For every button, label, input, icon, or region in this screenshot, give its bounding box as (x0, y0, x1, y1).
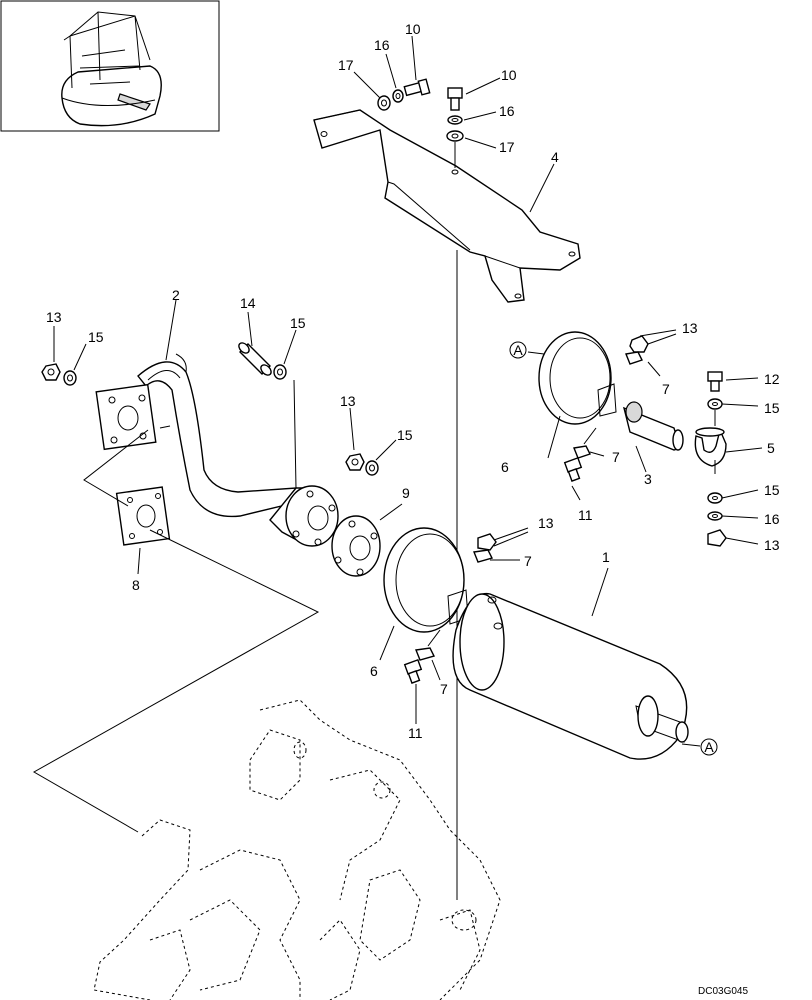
callout-13: 13 (682, 320, 698, 336)
exhaust-pipe-part-2 (95, 353, 339, 547)
washer-16-right (447, 115, 463, 125)
callout-16: 16 (374, 37, 390, 53)
washer-17-top-left (377, 95, 391, 111)
flange-gasket-connector (83, 425, 171, 507)
callout-2: 2 (172, 287, 180, 303)
callout-12: 12 (764, 371, 780, 387)
washer-17-right (446, 130, 464, 142)
tailpipe-adaptor-part-3 (622, 401, 684, 451)
muffler-part-1 (452, 592, 689, 760)
bracket-part-4 (313, 109, 581, 303)
reference-a-upper: A (509, 341, 527, 359)
callout-15: 15 (764, 400, 780, 416)
callout-3: 3 (644, 471, 652, 487)
center-alignment-line (454, 142, 458, 900)
bolt-12 (707, 371, 723, 392)
clamp-band-lower-part-6 (383, 527, 469, 633)
upper-bolt-connector (583, 427, 597, 445)
washer-16-top-left (392, 89, 404, 103)
callout-6: 6 (370, 663, 378, 679)
gasket-part-8 (115, 486, 171, 546)
washer-15-middle (365, 460, 379, 476)
callout-7: 7 (524, 553, 532, 569)
figure-code: DC03G045 (698, 986, 748, 997)
nut-13-right-bottom (707, 529, 727, 547)
washer-7-upper-mid (573, 445, 591, 459)
callout-7: 7 (612, 449, 620, 465)
callout-11: 11 (578, 507, 593, 523)
callout-9: 9 (402, 485, 410, 501)
bolt-10-right (447, 87, 463, 111)
reference-a-lower: A (700, 738, 718, 756)
svg-text:A: A (513, 342, 523, 358)
washer-15-right-bottom (707, 492, 723, 504)
bolt-11-lower (403, 659, 423, 684)
leader-lines (53, 35, 763, 747)
clamp-part-5 (694, 427, 727, 467)
washer-7-lower-clamp (473, 549, 494, 563)
washer-7-lower-mid (415, 647, 436, 661)
nut-13-upper-clamp (629, 335, 649, 353)
callout-17: 17 (338, 57, 354, 73)
callout-15: 15 (764, 482, 780, 498)
callout-10: 10 (501, 67, 517, 83)
callout-7: 7 (662, 381, 670, 397)
clamp-band-upper-part-6 (538, 331, 617, 425)
sleeve-part-14 (238, 342, 272, 376)
callout-6: 6 (501, 459, 509, 475)
callout-7: 7 (440, 681, 448, 697)
bolt-11-upper (563, 457, 583, 482)
callout-16: 16 (764, 511, 780, 527)
washer-15-near-sleeve (273, 364, 287, 380)
callout-15: 15 (397, 427, 413, 443)
washer-15-left (63, 370, 77, 386)
callout-4: 4 (551, 149, 559, 165)
callout-14: 14 (240, 295, 256, 311)
callout-15: 15 (88, 329, 104, 345)
callout-16: 16 (499, 103, 515, 119)
washer-15-right-top (707, 398, 723, 410)
callout-10: 10 (405, 21, 421, 37)
callout-15: 15 (290, 315, 306, 331)
callout-numbers: 10 16 17 10 16 17 4 2 14 13 15 15 13 15 … (46, 21, 780, 741)
gasket-part-9 (331, 515, 381, 577)
callout-13: 13 (538, 515, 554, 531)
callout-5: 5 (767, 440, 775, 456)
washer-7-upper-clamp (625, 351, 643, 365)
lower-bolt-connector (427, 629, 441, 647)
callout-13: 13 (340, 393, 356, 409)
engine-outline (93, 699, 501, 1000)
callout-8: 8 (132, 577, 140, 593)
callout-17: 17 (499, 139, 515, 155)
callout-13: 13 (764, 537, 780, 553)
svg-text:A: A (704, 739, 714, 755)
nut-13-middle (345, 453, 365, 471)
gasket-engine-connector (32, 529, 320, 833)
nut-13-left (41, 363, 61, 381)
callout-11: 11 (408, 725, 423, 741)
bolt-10-top-left (403, 78, 431, 97)
callout-13: 13 (46, 309, 62, 325)
machine-locator-inset (0, 0, 220, 132)
nut-13-lower-clamp (477, 533, 497, 551)
callout-1: 1 (602, 549, 610, 565)
washer-16-right-bottom (707, 511, 723, 521)
